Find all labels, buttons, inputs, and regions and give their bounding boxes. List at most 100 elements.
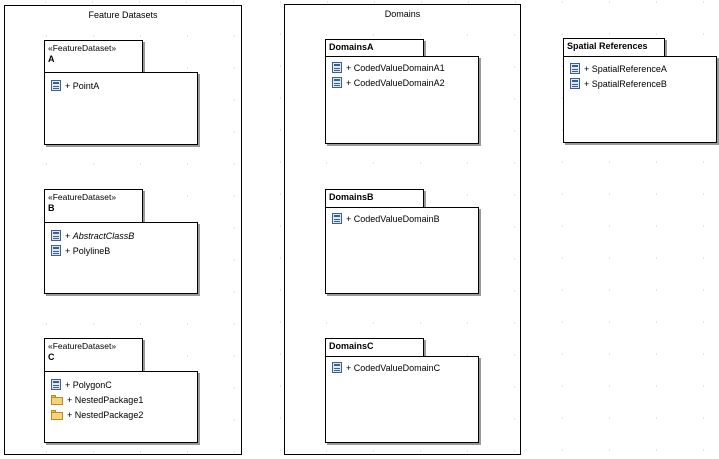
- package-items: + AbstractClassB+ PolylineB: [51, 228, 134, 258]
- package-member[interactable]: + SpatialReferenceA: [570, 61, 667, 76]
- member-label: + PointA: [65, 81, 99, 91]
- class-icon: [332, 62, 342, 73]
- package-name: A: [48, 54, 55, 64]
- package-member[interactable]: + NestedPackage2: [51, 407, 143, 422]
- member-label: + CodedValueDomainA1: [346, 63, 445, 73]
- visibility-marker: +: [346, 77, 352, 88]
- member-name: SpatialReferenceA: [591, 63, 667, 74]
- visibility-marker: +: [346, 62, 352, 73]
- package-items: + CodedValueDomainA1+ CodedValueDomainA2: [332, 60, 445, 90]
- package-member[interactable]: + CodedValueDomainB: [332, 211, 440, 226]
- package-items: + PolygonC+ NestedPackage1+ NestedPackag…: [51, 377, 143, 422]
- visibility-marker: +: [346, 362, 352, 373]
- class-icon: [51, 230, 61, 241]
- folder-icon: [51, 394, 63, 405]
- visibility-marker: +: [65, 379, 71, 390]
- member-label: + SpatialReferenceA: [584, 64, 667, 74]
- class-icon: [332, 77, 342, 88]
- member-name: PolygonC: [72, 379, 112, 390]
- package-body: + SpatialReferenceA+ SpatialReferenceB: [563, 56, 717, 143]
- package-body: + PointA: [44, 72, 198, 145]
- member-label: + CodedValueDomainB: [346, 214, 440, 224]
- package-items: + CodedValueDomainC: [332, 360, 440, 375]
- package-a[interactable]: «FeatureDataset» A + PointA: [44, 40, 198, 145]
- folder-icon: [51, 409, 63, 420]
- class-icon: [332, 213, 342, 224]
- class-icon: [51, 245, 61, 256]
- package-body: + CodedValueDomainC: [325, 356, 479, 443]
- member-label: + PolygonC: [65, 380, 112, 390]
- visibility-marker: +: [67, 409, 73, 420]
- package-items: + SpatialReferenceA+ SpatialReferenceB: [570, 61, 667, 91]
- visibility-marker: +: [584, 78, 590, 89]
- member-name: NestedPackage1: [74, 394, 144, 405]
- member-label: + NestedPackage2: [67, 410, 143, 420]
- package-body: + AbstractClassB+ PolylineB: [44, 222, 198, 294]
- member-name: NestedPackage2: [74, 409, 144, 420]
- member-name: CodedValueDomainB: [353, 213, 440, 224]
- package-domains-b[interactable]: DomainsB + CodedValueDomainB: [325, 189, 479, 294]
- visibility-marker: +: [346, 213, 352, 224]
- package-items: + PointA: [51, 78, 99, 93]
- package-tab: Spatial References: [563, 38, 665, 57]
- package-tab: DomainsC: [325, 338, 424, 357]
- member-label: + AbstractClassB: [65, 231, 134, 241]
- package-member[interactable]: + PolylineB: [51, 243, 134, 258]
- package-member[interactable]: + CodedValueDomainC: [332, 360, 440, 375]
- member-name: PointA: [72, 80, 100, 91]
- member-name: PolylineB: [72, 245, 111, 256]
- package-member[interactable]: + PointA: [51, 78, 99, 93]
- package-domains-c[interactable]: DomainsC + CodedValueDomainC: [325, 338, 479, 443]
- package-tab: «FeatureDataset» B: [44, 189, 143, 223]
- package-tab: «FeatureDataset» C: [44, 338, 143, 372]
- member-name: AbstractClassB: [72, 230, 135, 241]
- package-member[interactable]: + PolygonC: [51, 377, 143, 392]
- visibility-marker: +: [65, 245, 71, 256]
- visibility-marker: +: [584, 63, 590, 74]
- boundary-title: Feature Datasets: [88, 10, 158, 20]
- package-tab: DomainsA: [325, 39, 424, 57]
- package-domains-a[interactable]: DomainsA + CodedValueDomainA1+ CodedValu…: [325, 39, 479, 144]
- package-member[interactable]: + NestedPackage1: [51, 392, 143, 407]
- visibility-marker: +: [65, 230, 71, 241]
- package-body: + CodedValueDomainB: [325, 207, 479, 294]
- member-name: SpatialReferenceB: [591, 78, 667, 89]
- member-label: + PolylineB: [65, 246, 110, 256]
- member-name: CodedValueDomainA2: [353, 77, 445, 88]
- class-icon: [570, 78, 580, 89]
- package-name: DomainsA: [329, 42, 374, 52]
- member-label: + CodedValueDomainC: [346, 363, 440, 373]
- package-member[interactable]: + AbstractClassB: [51, 228, 134, 243]
- package-spatial-references[interactable]: Spatial References + SpatialReferenceA+ …: [563, 38, 717, 143]
- package-tab: «FeatureDataset» A: [44, 40, 143, 73]
- member-name: CodedValueDomainA1: [353, 62, 445, 73]
- class-icon: [51, 80, 61, 91]
- stereotype-label: «FeatureDataset»: [48, 341, 117, 351]
- package-name: DomainsC: [329, 341, 374, 351]
- class-icon: [51, 379, 61, 390]
- package-member[interactable]: + CodedValueDomainA2: [332, 75, 445, 90]
- stereotype-label: «FeatureDataset»: [48, 192, 117, 202]
- package-body: + CodedValueDomainA1+ CodedValueDomainA2: [325, 56, 479, 144]
- package-member[interactable]: + CodedValueDomainA1: [332, 60, 445, 75]
- class-icon: [570, 63, 580, 74]
- package-c[interactable]: «FeatureDataset» C + PolygonC+ NestedPac…: [44, 338, 198, 443]
- package-name: B: [48, 203, 55, 213]
- package-body: + PolygonC+ NestedPackage1+ NestedPackag…: [44, 371, 198, 443]
- class-icon: [332, 362, 342, 373]
- package-name: DomainsB: [329, 192, 374, 202]
- member-label: + CodedValueDomainA2: [346, 78, 445, 88]
- stereotype-label: «FeatureDataset»: [48, 43, 117, 53]
- member-label: + NestedPackage1: [67, 395, 143, 405]
- visibility-marker: +: [65, 80, 71, 91]
- package-tab: DomainsB: [325, 189, 424, 208]
- member-label: + SpatialReferenceB: [584, 79, 667, 89]
- package-member[interactable]: + SpatialReferenceB: [570, 76, 667, 91]
- package-name: Spatial References: [567, 41, 648, 51]
- package-b[interactable]: «FeatureDataset» B + AbstractClassB+ Pol…: [44, 189, 198, 294]
- package-name: C: [48, 352, 55, 362]
- visibility-marker: +: [67, 394, 73, 405]
- boundary-title: Domains: [384, 9, 421, 19]
- package-items: + CodedValueDomainB: [332, 211, 440, 226]
- member-name: CodedValueDomainC: [353, 362, 441, 373]
